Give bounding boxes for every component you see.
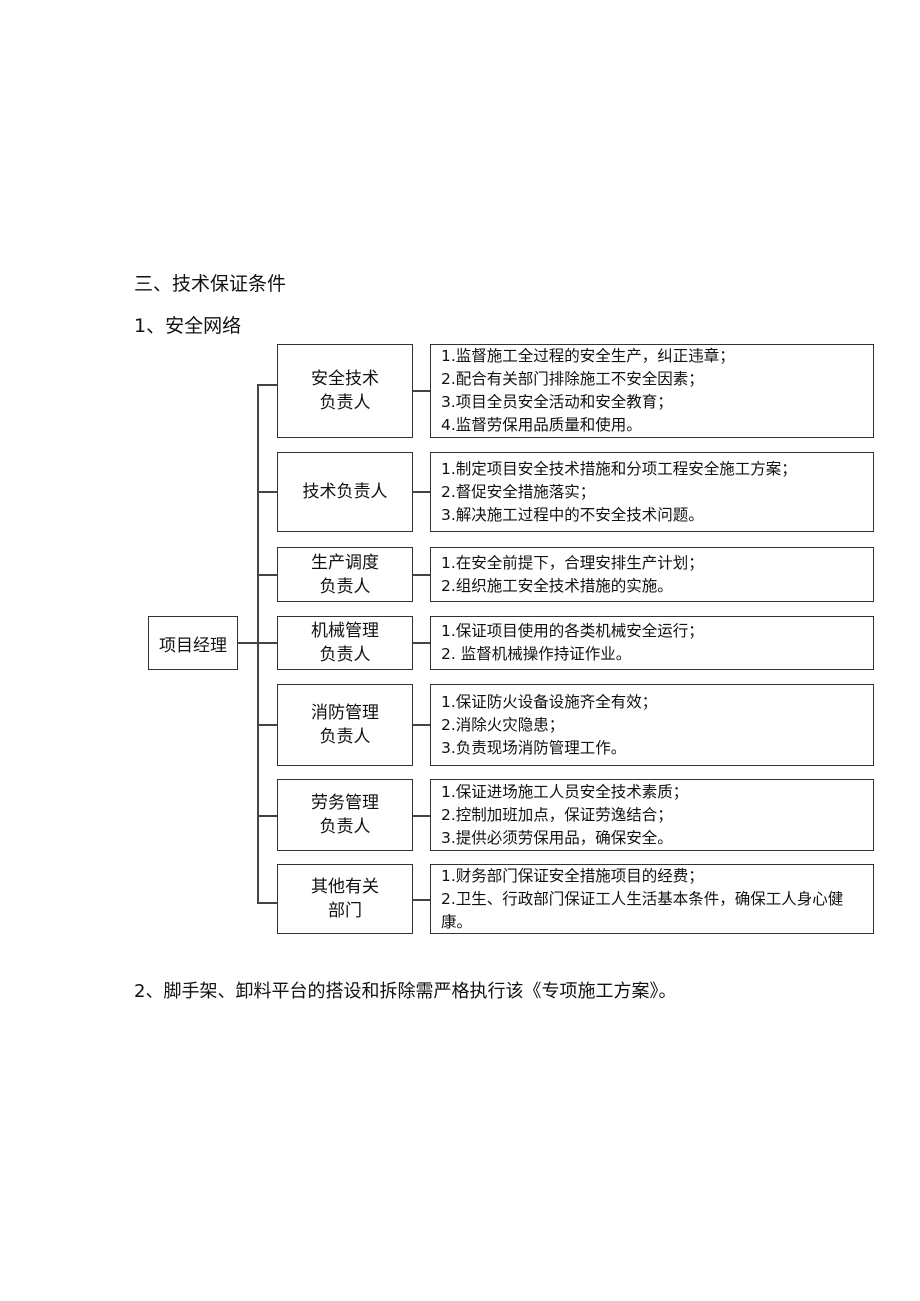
duty-item: 3.提供必须劳保用品，确保安全。 <box>441 828 673 847</box>
duty-item: 1.保证项目使用的各类机械安全运行； <box>441 622 704 640</box>
duty-box-fire: 1.保证防火设备设施齐全有效； 2.消除火灾隐患； 3.负责现场消防管理工作。 <box>430 684 874 766</box>
role-label-line: 其他有关 <box>311 877 379 897</box>
duty-box-tech: 1.制定项目安全技术措施和分项工程安全施工方案； 2.督促安全措施落实； 3.解… <box>430 452 874 532</box>
role-label-line: 负责人 <box>319 645 371 665</box>
branch-connector <box>257 815 277 817</box>
duty-item: 2.控制加班加点，保证劳逸结合； <box>441 805 673 824</box>
branch-connector <box>257 574 277 576</box>
role-label-line: 消防管理 <box>311 703 379 723</box>
duty-box-safety-tech: 1.监督施工全过程的安全生产，纠正违章； 2.配合有关部门排除施工不安全因素； … <box>430 344 874 438</box>
duty-item: 1.监督施工全过程的安全生产，纠正违章； <box>441 347 735 365</box>
duty-item: 1.在安全前提下，合理安排生产计划； <box>441 553 704 572</box>
role-label-line: 机械管理 <box>311 621 379 641</box>
role-label-line: 生产调度 <box>311 552 379 573</box>
role-box-safety-tech: 安全技术 负责人 <box>277 344 413 438</box>
duty-box-other-departments: 1.财务部门保证安全措施项目的经费； 2.卫生、行政部门保证工人生活基本条件，确… <box>430 864 874 934</box>
duty-box-labor: 1.保证进场施工人员安全技术素质； 2.控制加班加点，保证劳逸结合； 3.提供必… <box>430 779 874 851</box>
duty-item: 2.组织施工安全技术措施的实施。 <box>441 576 673 595</box>
role-label-line: 负责人 <box>319 393 371 413</box>
duty-connector <box>413 899 430 901</box>
branch-connector <box>257 384 277 386</box>
duty-item: 2.消除火灾隐患； <box>441 715 565 734</box>
branch-connector <box>257 642 277 644</box>
duty-item: 1.保证防火设备设施齐全有效； <box>441 692 658 711</box>
duty-connector <box>413 574 430 576</box>
branch-connector <box>257 491 277 493</box>
role-label-line: 安全技术 <box>311 369 379 389</box>
duty-item: 1.保证进场施工人员安全技术素质； <box>441 782 689 801</box>
role-box-other-departments: 其他有关 部门 <box>277 864 413 934</box>
role-label-line: 劳务管理 <box>311 793 379 813</box>
duty-item: 3.解决施工过程中的不安全技术问题。 <box>441 505 704 524</box>
paragraph-scaffolding: 2、脚手架、卸料平台的搭设和拆除需严格执行该《专项施工方案》。 <box>134 981 677 1002</box>
role-box-machinery: 机械管理 负责人 <box>277 616 413 670</box>
duty-connector <box>413 642 430 644</box>
trunk-line <box>257 384 259 903</box>
duty-connector <box>413 390 430 392</box>
duty-item: 3.负责现场消防管理工作。 <box>441 738 627 757</box>
role-label-line: 负责人 <box>319 817 371 837</box>
branch-connector <box>257 724 277 726</box>
root-node-project-manager: 项目经理 <box>148 616 238 670</box>
role-box-labor: 劳务管理 负责人 <box>277 779 413 851</box>
duty-item: 1.制定项目安全技术措施和分项工程安全施工方案； <box>441 459 797 478</box>
section-title: 三、技术保证条件 <box>134 273 287 295</box>
role-box-tech: 技术负责人 <box>277 452 413 532</box>
subsection-title: 1、安全网络 <box>134 315 242 337</box>
duty-box-production: 1.在安全前提下，合理安排生产计划； 2.组织施工安全技术措施的实施。 <box>430 547 874 602</box>
role-label-line: 技术负责人 <box>302 482 388 502</box>
role-box-production: 生产调度 负责人 <box>277 547 413 602</box>
role-box-fire: 消防管理 负责人 <box>277 684 413 766</box>
duty-item: 2. 监督机械操作持证作业。 <box>441 645 632 663</box>
duty-box-machinery: 1.保证项目使用的各类机械安全运行； 2. 监督机械操作持证作业。 <box>430 616 874 670</box>
duty-connector <box>413 491 430 493</box>
branch-connector <box>257 902 277 904</box>
role-label-line: 负责人 <box>319 727 371 747</box>
duty-item: 1.财务部门保证安全措施项目的经费； <box>441 866 704 885</box>
duty-connector <box>413 724 430 726</box>
duty-item: 2.配合有关部门排除施工不安全因素； <box>441 370 704 388</box>
role-label-line: 负责人 <box>319 576 371 597</box>
duty-connector <box>413 815 430 817</box>
duty-item: 4.监督劳保用品质量和使用。 <box>441 416 642 434</box>
root-connector <box>238 642 258 644</box>
duty-item: 2.卫生、行政部门保证工人生活基本条件，确保工人身心健康。 <box>441 889 844 931</box>
role-label-line: 部门 <box>328 901 362 921</box>
duty-item: 3.项目全员安全活动和安全教育； <box>441 393 673 411</box>
duty-item: 2.督促安全措施落实； <box>441 482 596 501</box>
